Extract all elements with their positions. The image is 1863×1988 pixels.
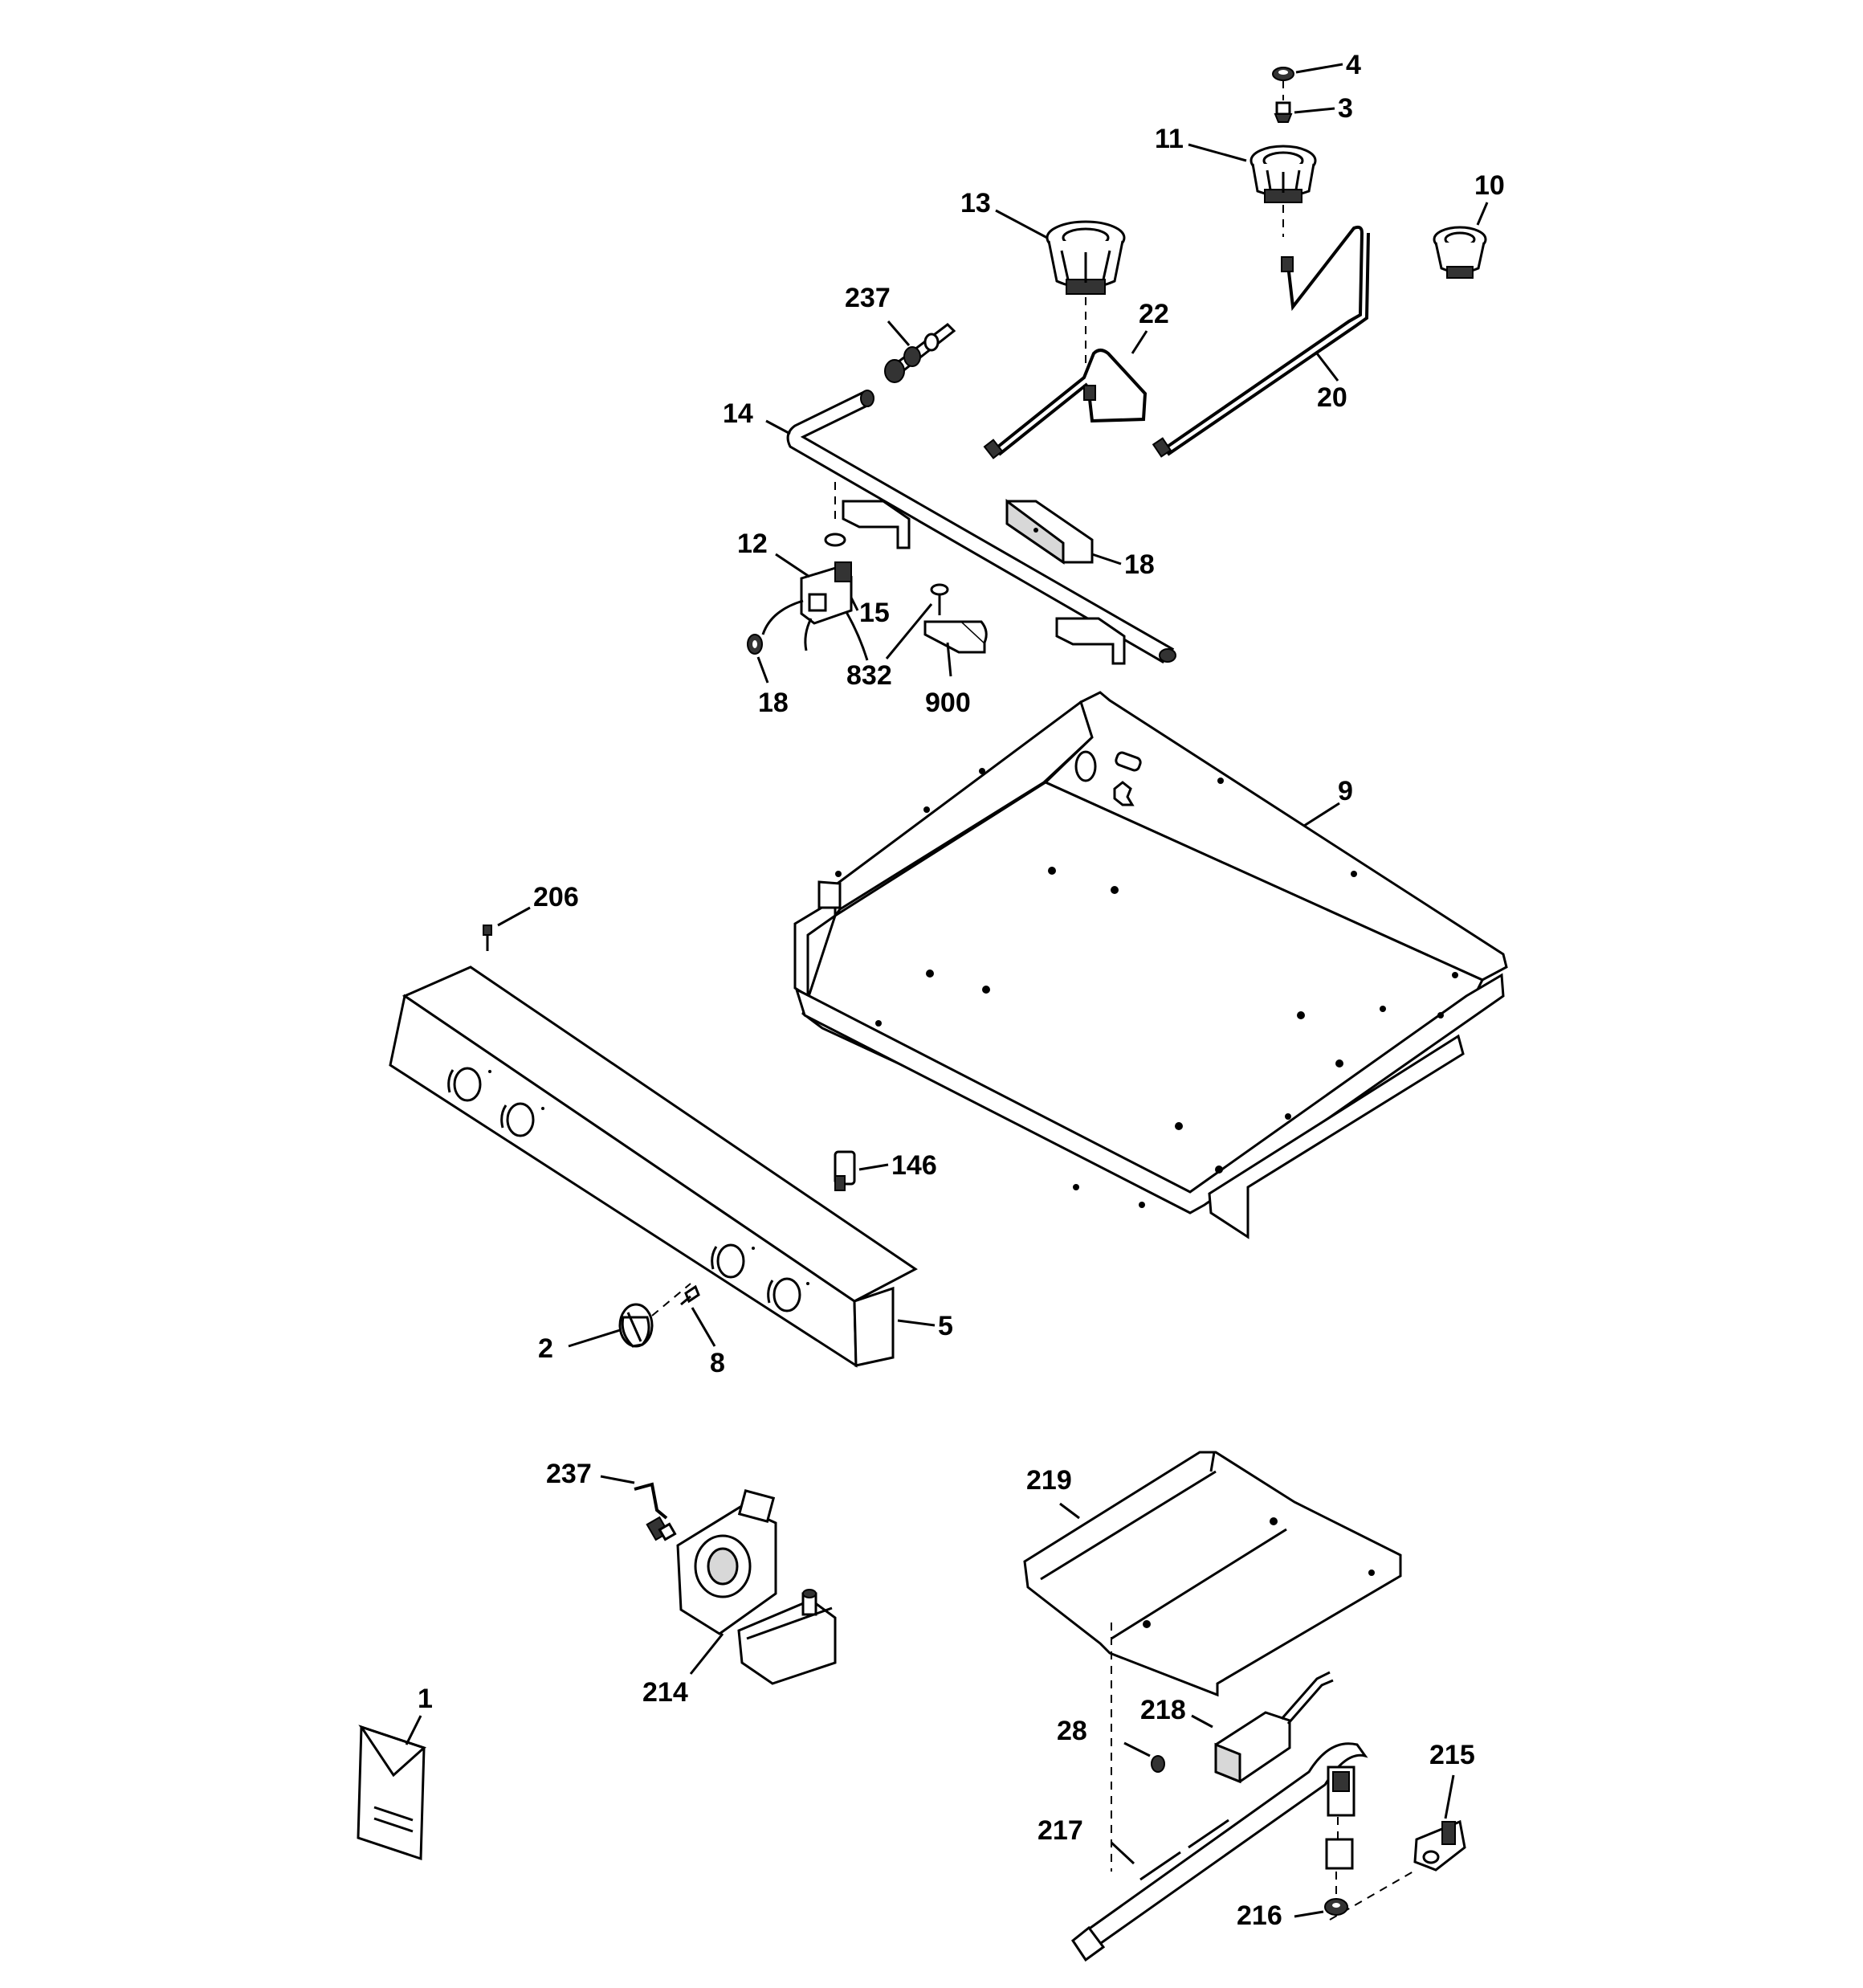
callout-13: 13 xyxy=(960,188,991,218)
callout-20: 20 xyxy=(1317,382,1347,413)
part-2-knob[interactable] xyxy=(618,1303,654,1348)
callout-237-top: 237 xyxy=(845,283,891,313)
part-900-clip[interactable] xyxy=(923,620,988,654)
part-1-literature-envelope[interactable] xyxy=(357,1725,426,1861)
part-215-bracket[interactable] xyxy=(1413,1819,1466,1872)
callout-832: 832 xyxy=(846,660,892,691)
callout-22: 22 xyxy=(1139,299,1169,329)
part-4-nut[interactable] xyxy=(1272,67,1294,81)
callout-215: 215 xyxy=(1429,1740,1475,1770)
callout-8: 8 xyxy=(710,1348,725,1378)
callout-5: 5 xyxy=(938,1311,953,1341)
callout-3: 3 xyxy=(1338,93,1353,124)
callout-206: 206 xyxy=(533,882,579,912)
part-5-control-panel[interactable] xyxy=(389,965,918,1368)
part-237-fitting-top[interactable] xyxy=(884,323,956,383)
callout-18-upper: 18 xyxy=(1124,549,1155,580)
callout-219: 219 xyxy=(1026,1465,1072,1496)
part-8-screw[interactable] xyxy=(680,1284,700,1306)
part-13-burner-head[interactable] xyxy=(1046,220,1126,295)
part-12-pilot-bracket[interactable] xyxy=(761,533,869,661)
callout-216: 216 xyxy=(1237,1900,1282,1931)
part-22-gas-tube[interactable] xyxy=(983,349,1148,459)
callout-214: 214 xyxy=(642,1677,688,1708)
callout-9: 9 xyxy=(1338,776,1353,806)
callout-2: 2 xyxy=(538,1333,553,1364)
part-237-fitting-bottom[interactable] xyxy=(634,1482,677,1541)
part-14-manifold-pipe[interactable] xyxy=(786,390,1176,665)
part-219-baffle[interactable] xyxy=(1023,1451,1402,1697)
part-217-burner-tube[interactable] xyxy=(1070,1742,1368,1962)
callout-12: 12 xyxy=(737,529,768,559)
callout-1: 1 xyxy=(418,1684,433,1714)
callout-218: 218 xyxy=(1140,1695,1186,1725)
part-3-orifice[interactable] xyxy=(1274,101,1293,123)
callout-15: 15 xyxy=(859,598,890,628)
part-146-clip[interactable] xyxy=(834,1150,856,1191)
part-20-gas-tube[interactable] xyxy=(1152,225,1370,458)
callout-28: 28 xyxy=(1057,1716,1087,1746)
callout-237-bottom: 237 xyxy=(546,1459,592,1489)
callout-146: 146 xyxy=(891,1150,937,1181)
part-218-igniter[interactable] xyxy=(1214,1671,1334,1784)
part-214-valve[interactable] xyxy=(676,1489,837,1685)
part-18-nut-lower[interactable] xyxy=(747,634,763,655)
callout-11: 11 xyxy=(1155,124,1184,154)
part-10-burner-head[interactable] xyxy=(1433,226,1487,279)
part-216-nut[interactable] xyxy=(1324,1898,1348,1916)
part-832-screw[interactable] xyxy=(930,583,949,615)
callout-10: 10 xyxy=(1474,170,1505,201)
part-28-screw[interactable] xyxy=(1151,1755,1165,1773)
part-18-bracket-upper[interactable] xyxy=(1005,499,1094,565)
callout-217: 217 xyxy=(1037,1815,1083,1846)
callout-900: 900 xyxy=(925,688,971,718)
callout-18-lower: 18 xyxy=(758,688,789,718)
callout-14: 14 xyxy=(723,398,753,429)
part-11-burner-head[interactable] xyxy=(1249,145,1317,203)
part-9-burner-box[interactable] xyxy=(793,691,1508,1239)
part-206-screw[interactable] xyxy=(483,925,492,951)
callout-4: 4 xyxy=(1346,50,1361,80)
